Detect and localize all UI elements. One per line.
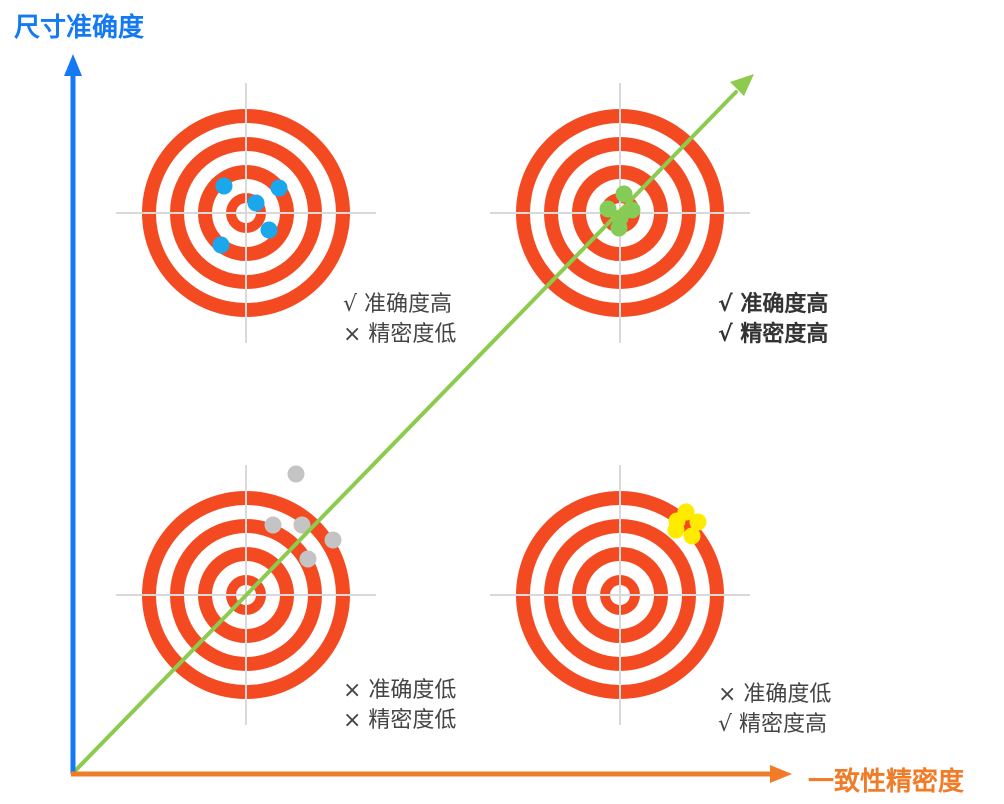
shot-dots xyxy=(212,177,288,254)
shot-dot xyxy=(599,200,617,218)
shot-dot xyxy=(299,550,317,568)
shot-dot xyxy=(215,177,233,195)
shot-dot xyxy=(610,219,628,237)
x-axis xyxy=(71,765,792,783)
accuracy-label: × 准确度低 xyxy=(343,678,456,703)
shot-dots xyxy=(264,465,342,568)
target-bottom-right xyxy=(490,465,750,725)
precision-label: √ 精密度高 xyxy=(718,712,827,737)
shot-dot xyxy=(689,513,707,531)
shot-dot xyxy=(615,185,633,203)
caption-top-left: √ 准确度高 × 精密度低 xyxy=(343,292,456,347)
shot-dot xyxy=(683,527,701,545)
precision-label: √ 精密度高 xyxy=(718,321,828,347)
shot-dot xyxy=(270,179,288,197)
accuracy-label: √ 准确度高 xyxy=(343,292,452,317)
shot-dot xyxy=(260,221,278,239)
shot-dot xyxy=(264,516,282,534)
trend-line xyxy=(71,90,738,775)
shot-dots xyxy=(667,503,707,545)
shot-dot xyxy=(287,465,305,483)
accuracy-label: √ 准确度高 xyxy=(718,291,828,317)
caption-bottom-right: × 准确度低 √ 精密度高 xyxy=(718,682,831,737)
caption-top-right: √ 准确度高 √ 精密度高 xyxy=(718,291,828,347)
x-axis-arrowhead xyxy=(770,765,792,783)
shot-dot xyxy=(212,236,230,254)
trend-arrow xyxy=(71,74,754,775)
trend-arrowhead xyxy=(730,74,754,96)
y-axis xyxy=(64,54,82,774)
x-axis-title: 一致性精密度 xyxy=(808,766,964,797)
shot-dot xyxy=(293,516,311,534)
precision-label: × 精密度低 xyxy=(343,708,456,733)
target-crosshair xyxy=(116,83,376,343)
shot-dot xyxy=(247,194,265,212)
accuracy-label: × 准确度低 xyxy=(718,682,831,707)
precision-label: × 精密度低 xyxy=(343,322,456,347)
target-crosshair xyxy=(490,465,750,725)
y-axis-arrowhead xyxy=(64,54,82,76)
caption-bottom-left: × 准确度低 × 精密度低 xyxy=(343,678,456,733)
shot-dot xyxy=(324,531,342,549)
shot-dot xyxy=(667,521,685,539)
target-top-left xyxy=(116,83,376,343)
y-axis-title: 尺寸准确度 xyxy=(14,12,144,43)
